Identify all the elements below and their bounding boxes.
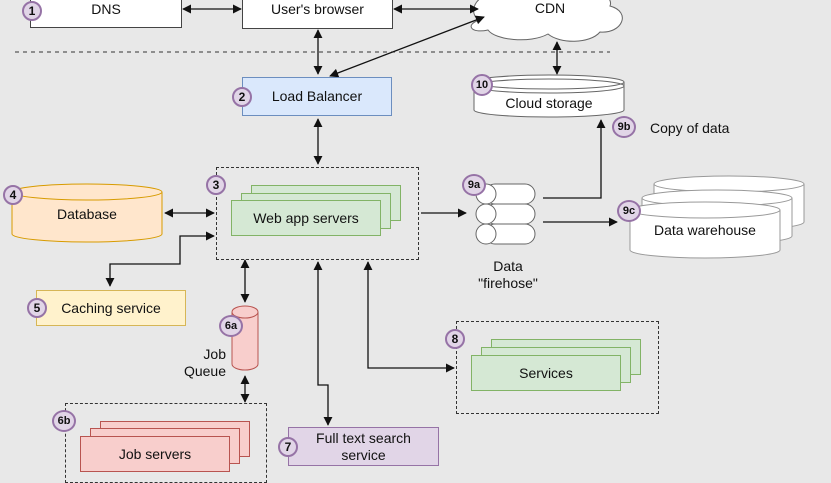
job-servers-badge: 6b xyxy=(52,410,76,432)
users-browser-label: User's browser xyxy=(271,1,364,18)
load-balancer-label: Load Balancer xyxy=(271,88,363,105)
cloud-storage-shape xyxy=(473,74,625,118)
caching-service-box: Caching service xyxy=(36,290,186,326)
cdn-label: CDN xyxy=(534,0,566,16)
architecture-diagram xyxy=(11,0,805,426)
full-text-search-box: Full text search service xyxy=(288,427,439,466)
load-balancer-box: Load Balancer xyxy=(242,77,392,116)
users-browser-box: User's browser xyxy=(242,0,393,29)
job-servers-box: Job servers xyxy=(80,436,230,472)
connectors xyxy=(105,4,618,426)
dns-label: DNS xyxy=(91,0,121,17)
web-app-servers-group xyxy=(216,167,419,260)
services-badge: 8 xyxy=(445,329,465,349)
data-warehouse-label: Data warehouse xyxy=(654,222,756,238)
copy-of-data-badge: 9b xyxy=(612,116,636,138)
data-firehose-label: Data "firehose" xyxy=(478,258,538,291)
caching-service-label: Caching service xyxy=(61,299,161,316)
database-badge: 4 xyxy=(3,185,23,205)
full-text-search-badge: 7 xyxy=(278,437,298,457)
dns-badge: 1 xyxy=(22,1,42,21)
web-app-servers-label: Web app servers xyxy=(253,209,359,226)
dns-box: DNS xyxy=(30,0,182,28)
data-firehose-badge: 9a xyxy=(462,174,486,196)
services-label: Services xyxy=(519,364,573,381)
database-label: Database xyxy=(57,206,117,222)
web-app-servers-box: Web app servers xyxy=(231,200,381,236)
cdn-cloud-shape xyxy=(470,0,623,42)
cloud-storage-label: Cloud storage xyxy=(505,95,593,111)
data-warehouse-badge: 9c xyxy=(617,200,641,222)
cloud-storage-badge: 10 xyxy=(471,74,493,96)
load-balancer-badge: 2 xyxy=(232,87,252,107)
copy-of-data-label: Copy of data xyxy=(650,120,730,136)
services-group xyxy=(456,321,659,414)
job-queue-badge: 6a xyxy=(219,315,243,337)
job-queue-label: Job Queue xyxy=(183,346,226,379)
full-text-search-label: Full text search service xyxy=(316,430,411,463)
services-box: Services xyxy=(471,355,621,391)
data-warehouse-shape xyxy=(629,175,805,259)
job-servers-label: Job servers xyxy=(118,445,192,462)
caching-service-badge: 5 xyxy=(27,298,47,318)
web-app-servers-badge: 3 xyxy=(206,175,226,195)
data-firehose-shape xyxy=(475,183,536,245)
